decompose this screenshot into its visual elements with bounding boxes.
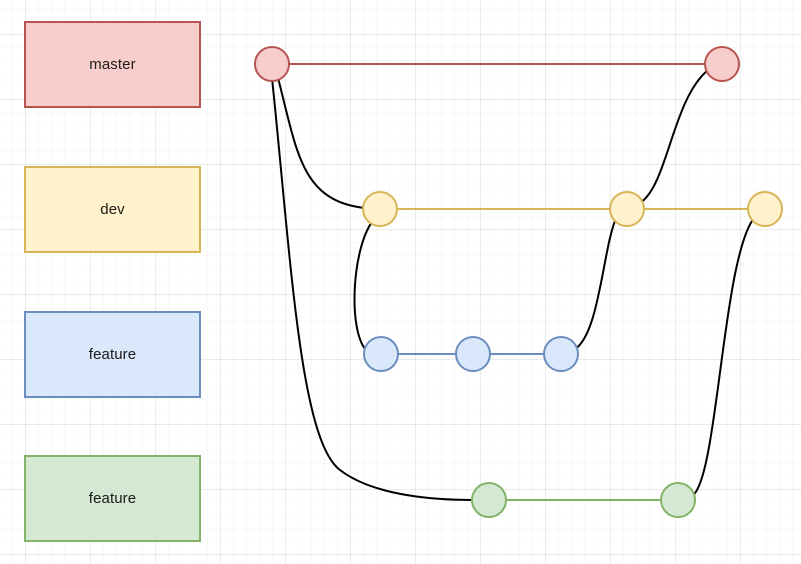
commit-node-g2[interactable] xyxy=(660,482,696,518)
commit-node-b2[interactable] xyxy=(455,336,491,372)
dev-to-blue-branch xyxy=(353,221,373,351)
legend-label-feature-green: feature xyxy=(88,490,137,507)
legend-label-feature-blue: feature xyxy=(88,346,137,363)
legend-box-feature-blue[interactable]: feature xyxy=(24,311,201,398)
legend-label-dev: dev xyxy=(100,201,125,218)
commit-node-m1[interactable] xyxy=(254,46,290,82)
green-to-dev-merge xyxy=(691,217,755,497)
commit-node-layer xyxy=(254,46,783,518)
blue-to-dev-merge xyxy=(574,215,618,350)
master-to-dev-branch xyxy=(276,73,366,209)
master-to-green-branch xyxy=(271,77,474,501)
commit-node-g1[interactable] xyxy=(471,482,507,518)
commit-node-b3[interactable] xyxy=(543,336,579,372)
branch-line-layer xyxy=(272,63,765,501)
legend-box-feature-green[interactable]: feature xyxy=(24,455,201,542)
legend-box-dev[interactable]: dev xyxy=(24,166,201,253)
commit-node-d1[interactable] xyxy=(362,191,398,227)
commit-node-d2[interactable] xyxy=(609,191,645,227)
dev-to-master-merge xyxy=(639,69,709,204)
commit-node-m2[interactable] xyxy=(704,46,740,82)
commit-node-d3[interactable] xyxy=(747,191,783,227)
commit-node-b1[interactable] xyxy=(363,336,399,372)
legend-label-master: master xyxy=(89,56,136,73)
legend-box-master[interactable]: master xyxy=(24,21,201,108)
merge-path-layer xyxy=(271,69,755,501)
